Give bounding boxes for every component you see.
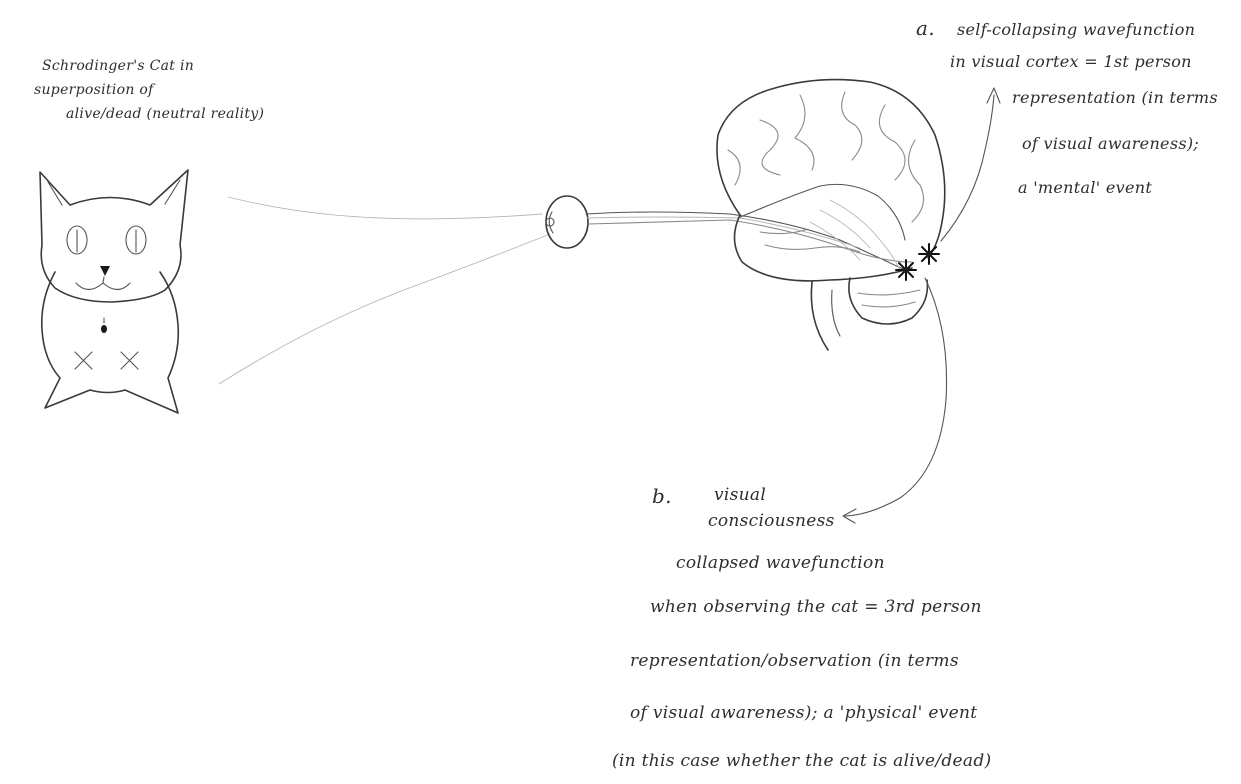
brain-drawing	[717, 80, 945, 350]
label-b-line-5: representation/observation (in terms	[630, 646, 959, 676]
light-rays	[219, 197, 550, 384]
label-b-line-4: when observing the cat = 3rd person	[650, 592, 982, 622]
label-a-line-3: representation (in terms	[1012, 86, 1218, 110]
cat-caption-line-3: alive/dead (neutral reality)	[66, 104, 264, 124]
label-b-letter: b.	[652, 484, 672, 508]
label-a-line-4: of visual awareness);	[1022, 132, 1199, 156]
cat-caption-line-2: superposition of	[34, 80, 154, 100]
label-b-line-2: consciousness	[708, 506, 835, 536]
label-b-line-7: (in this case whether the cat is alive/d…	[612, 746, 991, 776]
label-a-line-2: in visual cortex = 1st person	[950, 50, 1192, 74]
cat-caption-line-1: Schrodinger's Cat in	[42, 56, 194, 76]
eye-drawing	[546, 196, 588, 248]
label-b-line-3: collapsed wavefunction	[676, 548, 885, 578]
collapse-starburst-lower	[896, 260, 916, 280]
schrodingers-cat-drawing	[40, 170, 188, 413]
label-a-letter: a.	[916, 16, 935, 40]
arrow-to-label-a	[941, 88, 1000, 241]
label-b-line-6: of visual awareness); a 'physical' event	[630, 698, 977, 728]
collapse-starburst-upper	[919, 244, 939, 264]
label-a-line-1: self-collapsing wavefunction	[957, 18, 1195, 42]
label-a-line-5: a 'mental' event	[1018, 176, 1152, 200]
